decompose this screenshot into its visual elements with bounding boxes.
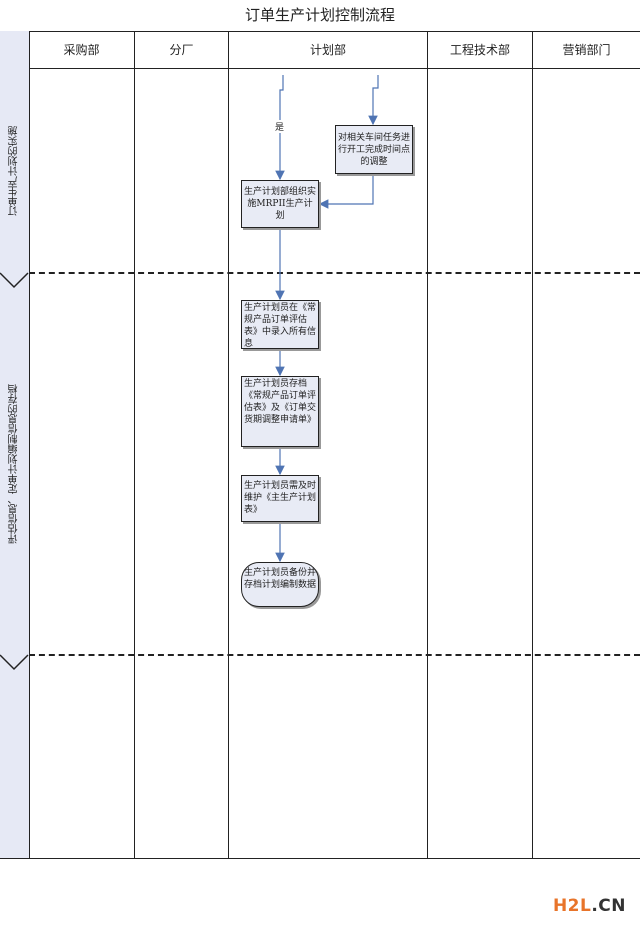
diagram-title: 订单生产计划控制流程 [0, 0, 640, 32]
lane-branch-factory [135, 69, 229, 858]
lane-engineering [428, 69, 533, 858]
watermark-part: H2L [552, 896, 592, 916]
lane-planning [229, 69, 428, 858]
swimlane-grid [0, 31, 640, 859]
arrow-incoming-yes [275, 75, 285, 181]
terminator-backup-data: 生产计划员备份并存档计划编制数据 [241, 562, 319, 607]
lane-header-engineering: 工程技术部 [428, 31, 533, 69]
watermark-logo: H2L.CN [553, 896, 626, 916]
phase-divider [29, 654, 640, 656]
process-maintain-master-plan: 生产计划员需及时维护《主生产计划表》 [241, 475, 319, 522]
phase-divider [29, 272, 640, 274]
lane-purchasing [29, 69, 135, 858]
process-archive-forms: 生产计划员存档《常规产品订单评估表》及《订单交货期调整申请单》 [241, 376, 319, 447]
lane-header-branch-factory: 分厂 [135, 31, 229, 69]
watermark-part: .CN [591, 896, 626, 916]
process-enter-evaluation: 生产计划员在《常规产品订单评估表》中录入所有信息 [241, 300, 319, 349]
arrow-adjust-to-implement [318, 174, 374, 209]
phase-chevron [0, 272, 29, 289]
arrow-incoming-adjust [368, 75, 379, 126]
edge-label-yes: 是 [275, 120, 285, 133]
lane-header-purchasing: 采购部 [29, 31, 135, 69]
lane-header-planning: 计划部 [229, 31, 428, 69]
phase-chevron [0, 654, 29, 671]
process-adjust-schedule: 对相关车间任务进行开工完成时间点的调整 [335, 125, 413, 174]
lane-header-marketing: 营销部门 [533, 31, 640, 69]
phase-strip [0, 31, 30, 858]
process-implement-mrp: 生产计划部组织实施MRPII生产计划 [241, 180, 319, 228]
